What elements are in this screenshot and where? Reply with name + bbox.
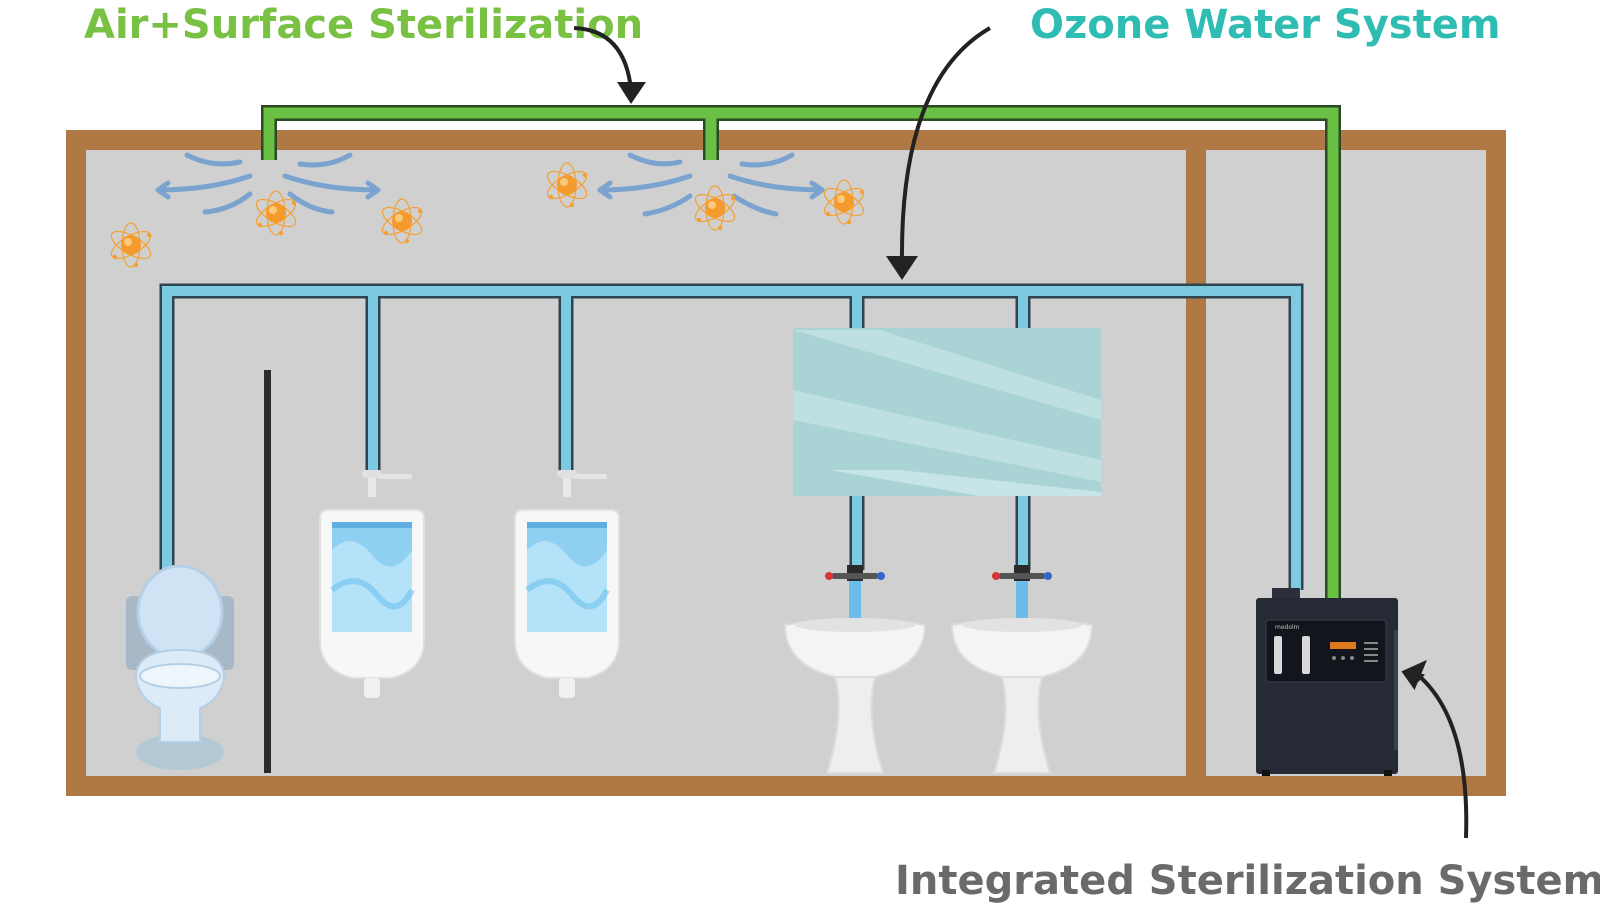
sterilization-unit-icon: medolm (1256, 588, 1398, 776)
water-pipe (159, 283, 1304, 590)
stall-partition (264, 370, 271, 773)
callout-arrow-icon (573, 26, 1469, 839)
callout-arrowheads (617, 82, 1428, 691)
unit-brand-text: medolm (1275, 624, 1300, 631)
air-pipe (261, 105, 1341, 600)
mirror-icon (793, 328, 1101, 496)
integrated-sterilization-system-label: Integrated Sterilization System (895, 858, 1600, 904)
toilet-icon (126, 564, 234, 770)
airflow-arrow-icon (155, 152, 825, 217)
ozone-water-system-label: Ozone Water System (1030, 2, 1501, 48)
air-surface-sterilization-label: Air+Surface Sterilization (84, 2, 644, 48)
